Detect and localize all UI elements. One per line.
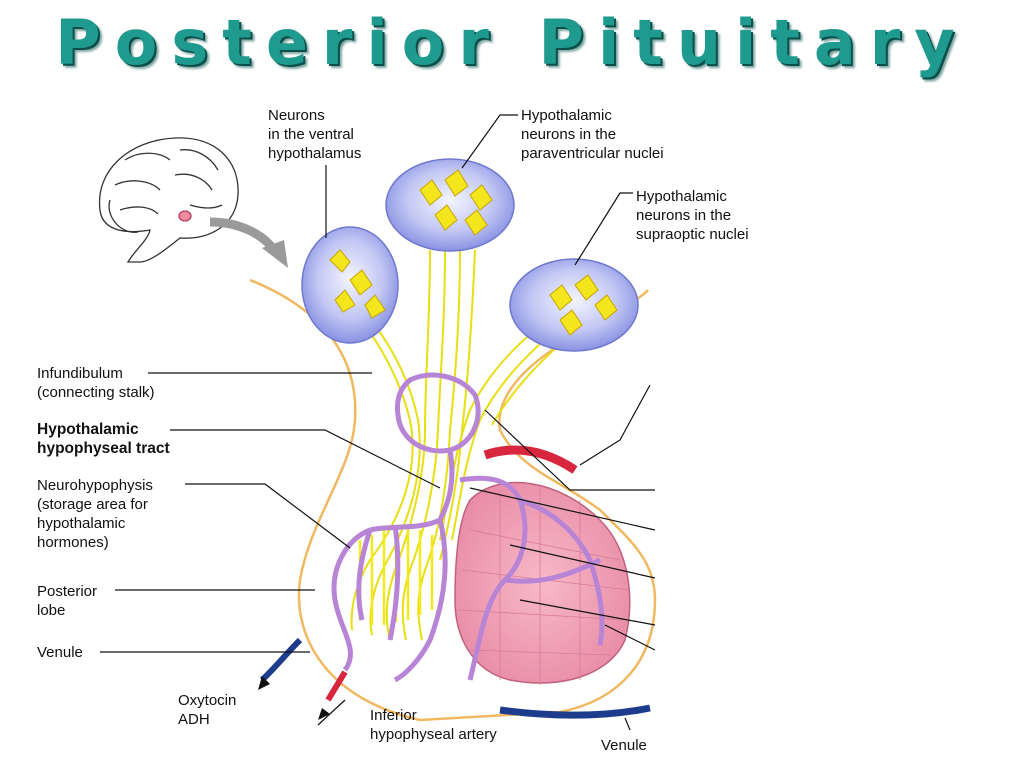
artery-arrowhead — [318, 708, 330, 720]
gland-outline — [249, 278, 657, 722]
inferior-artery-vessel — [325, 670, 348, 702]
label-supraoptic: Hypothalamic neurons in the supraoptic n… — [636, 188, 749, 243]
venule-bottom-vessel — [499, 704, 651, 719]
ventral-nucleus — [301, 226, 399, 344]
supraoptic-nucleus — [509, 258, 639, 352]
label-inferior-artery: Inferior hypophyseal artery — [370, 707, 497, 743]
label-paraventricular: Hypothalamic neurons in the paraventricu… — [521, 107, 664, 162]
label-hypophyseal-tract: Hypothalamic hypophyseal tract — [37, 421, 170, 457]
leader-lines — [100, 114, 656, 731]
venule-left-vessel — [259, 637, 303, 683]
superior-artery-vessel — [483, 445, 578, 474]
paraventricular-nucleus — [385, 158, 515, 252]
label-neurons-ventral: Neurons in the ventral hypothalamus — [268, 107, 362, 162]
label-neurohypophysis: Neurohypophysis (storage area for hypoth… — [37, 477, 153, 551]
neuron-cells — [329, 169, 618, 336]
label-posterior-lobe: Posterior lobe — [37, 583, 98, 619]
brain-icon — [98, 137, 239, 263]
arrow-icon — [209, 217, 288, 268]
label-venule-left: Venule — [37, 644, 83, 661]
label-venule-bottom: Venule — [601, 737, 647, 754]
capillary-network — [331, 372, 605, 683]
anterior-lobe — [454, 481, 631, 684]
label-oxytocin-adh: Oxytocin ADH — [178, 692, 237, 728]
page-title: Posterior Pituitary — [55, 6, 969, 79]
oxytocin-arrowhead — [258, 676, 270, 690]
label-infundibulum: Infundibulum (connecting stalk) — [37, 365, 155, 401]
